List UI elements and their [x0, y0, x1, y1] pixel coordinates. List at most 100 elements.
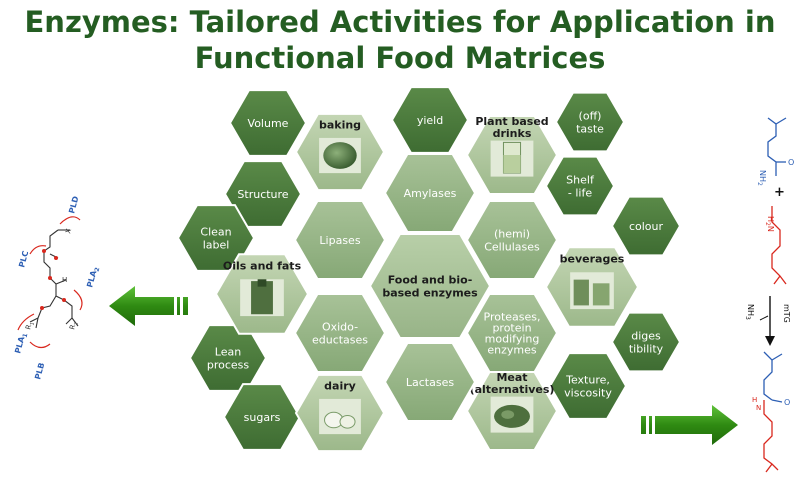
drink-image	[503, 155, 521, 173]
title-line-1: Enzymes: Tailored Activities for Applica…	[24, 5, 776, 39]
transglutaminase-reaction: O NH2 + H2N mTG NH3 O H N	[744, 117, 794, 473]
mtg-label: mTG	[782, 304, 791, 323]
product-o-label: O	[784, 398, 790, 407]
hex-sugars-label: sugars	[244, 411, 281, 424]
hex-digestibility-shape	[610, 311, 682, 373]
svg-text:R1: R1	[24, 321, 36, 331]
hex-yield-label: yield	[417, 114, 443, 127]
hex-texture-viscosity-label: Texture,	[565, 374, 610, 387]
oil-cap-image	[257, 279, 267, 287]
oil-bottle-image	[251, 281, 273, 315]
hex-colour-label: colour	[629, 220, 664, 233]
h2n-label: H	[766, 216, 775, 222]
hex-dairy: dairy	[294, 373, 386, 453]
hex-shelf-life-shape	[544, 155, 616, 217]
hex-lean-process-label: Lean	[215, 346, 241, 359]
hex-center-label: based enzymes	[382, 287, 478, 300]
hex-texture-viscosity-shape	[548, 352, 628, 420]
hex-off-taste: (off)taste	[554, 91, 626, 153]
hex-yield-shape	[390, 86, 470, 154]
hex-center-shape	[368, 233, 492, 339]
hex-structure: Structure	[223, 160, 303, 228]
hex-proteases-shape	[465, 293, 559, 373]
plc-label: PLC	[17, 250, 30, 269]
pla2-right-label: PLA	[85, 269, 98, 289]
hex-amylases-shape	[383, 153, 477, 233]
hex-plant-based-drinks-label: Plant based	[475, 115, 548, 128]
r2-label: R	[68, 324, 77, 331]
pld-label: PLD	[67, 195, 80, 215]
hex-amylases-label: Amylases	[404, 187, 457, 200]
hex-lipases-shape	[293, 200, 387, 280]
hex-lipases: Lipases	[293, 200, 387, 280]
svg-text:NH2: NH2	[756, 170, 767, 186]
r1-label: R	[24, 324, 33, 331]
hex-meat-alternatives: Meat(alternatives)	[465, 371, 559, 451]
hex-proteases-label: Proteases,	[484, 311, 541, 324]
svg-text:R2: R2	[68, 321, 80, 331]
hex-hemi-cellulases-shape	[465, 200, 559, 280]
hex-amylases: Amylases	[383, 153, 477, 233]
hex-lean-process-label: process	[207, 359, 250, 372]
beverage-glass-2	[592, 283, 610, 306]
h-label: H	[62, 276, 67, 284]
svg-text:H2N: H2N	[764, 216, 775, 232]
svg-text:NH3: NH3	[744, 304, 755, 320]
hex-center-label: Food and bio-	[388, 274, 473, 287]
hex-baking: baking	[294, 112, 386, 192]
hex-texture-viscosity-label: viscosity	[564, 387, 612, 400]
hex-proteases-label: modifying	[485, 333, 540, 346]
hex-off-taste-shape	[554, 91, 626, 153]
hex-lactases-label: Lactases	[406, 376, 454, 389]
svg-text:PLA1: PLA1	[13, 332, 29, 355]
nh2-top-label: NH	[758, 170, 767, 182]
title-line-2: Functional Food Matrices	[194, 41, 606, 75]
right-arrow	[641, 405, 738, 445]
hex-beverages: beverages	[544, 246, 640, 328]
hex-meat-alternatives-label: (alternatives)	[470, 383, 555, 396]
hex-structure-shape	[223, 160, 303, 228]
x-label: X	[64, 228, 73, 235]
beverage-glass-1	[573, 279, 589, 306]
hex-hemi-cellulases-label: Cellulases	[484, 241, 540, 254]
left-arrow	[109, 286, 188, 326]
hex-yield: yield	[390, 86, 470, 154]
pla1-label: PLA	[13, 335, 26, 355]
hex-volume-shape	[228, 89, 308, 157]
hex-volume: Volume	[228, 89, 308, 157]
meat-highlight	[501, 410, 515, 419]
hex-oxidoreductases-shape	[293, 293, 387, 373]
product-h-label: H	[752, 396, 757, 404]
hex-proteases-label: protein	[492, 322, 531, 335]
hex-clean-label-label: label	[203, 239, 230, 252]
phospholipid-structure: PLD PLC PLA2 PLA1 PLB X H R1 R2	[13, 195, 101, 381]
hex-colour: colour	[610, 195, 682, 257]
hex-meat-alternatives-label: Meat	[496, 371, 527, 384]
hex-hemi-cellulases-label: (hemi)	[494, 228, 530, 241]
product-n-label: N	[756, 404, 761, 412]
plb-label: PLB	[33, 362, 46, 381]
hex-lactases: Lactases	[383, 342, 477, 422]
bread-image	[323, 142, 357, 169]
hex-lactases-shape	[383, 342, 477, 422]
hex-beverages-label: beverages	[560, 252, 625, 265]
hex-oils-and-fats: Oils and fats	[214, 253, 310, 335]
hex-sugars-shape	[222, 383, 302, 451]
hex-oxidoreductases-label: eductases	[312, 334, 368, 347]
plus-sign: +	[774, 185, 785, 200]
hex-dairy-label: dairy	[324, 380, 356, 393]
svg-text:PLA2: PLA2	[85, 266, 101, 289]
hex-plant-based-drinks-label: drinks	[493, 127, 532, 140]
hex-baking-label: baking	[319, 119, 361, 132]
hex-off-taste-label: taste	[576, 123, 604, 136]
hex-hemi-cellulases: (hemi)Cellulases	[465, 200, 559, 280]
hex-colour-shape	[610, 195, 682, 257]
hex-oils-and-fats-label: Oils and fats	[223, 259, 302, 272]
hex-digestibility-label: tibility	[629, 343, 664, 356]
hex-volume-label: Volume	[248, 117, 289, 130]
